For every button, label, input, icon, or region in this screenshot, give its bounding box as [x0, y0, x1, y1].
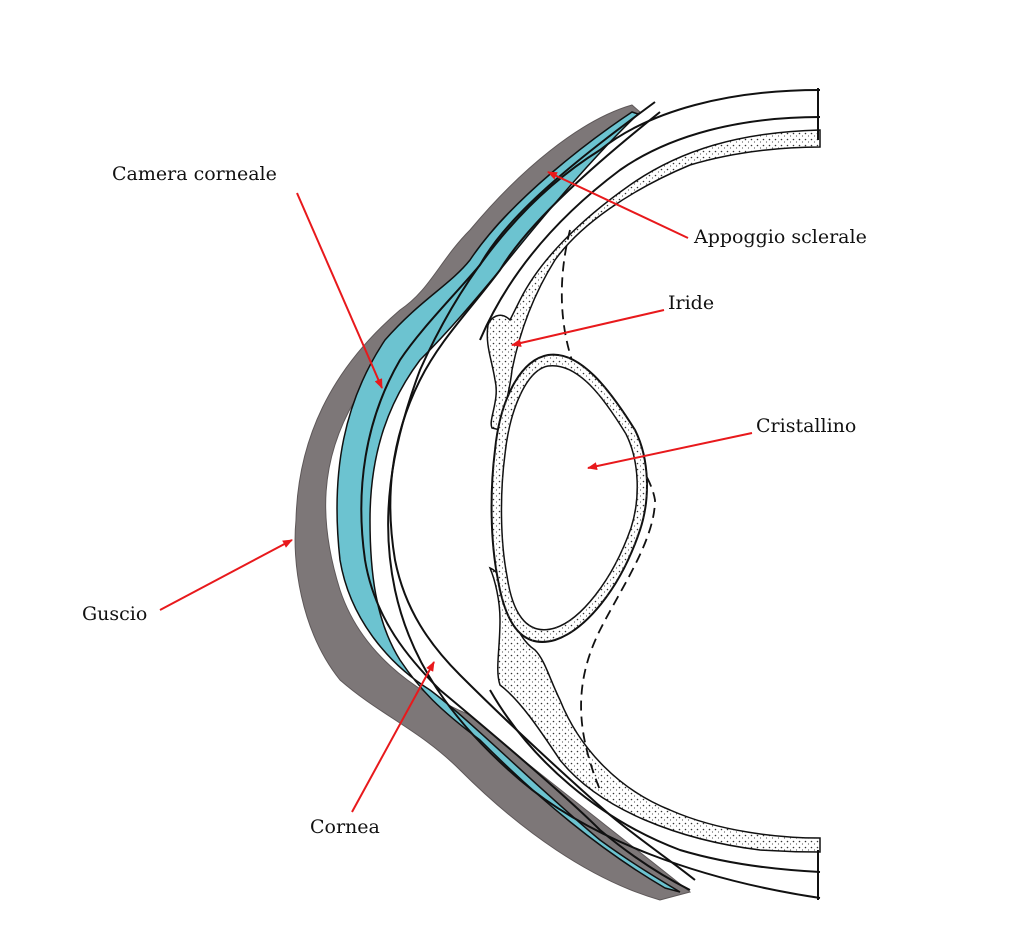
dashed-boundary	[560, 229, 656, 791]
label-cornea: Cornea	[310, 816, 380, 838]
arrow-appoggio-sclerale	[547, 171, 689, 239]
arrow-guscio	[159, 539, 293, 611]
sclera-outer	[387, 89, 821, 899]
label-iride: Iride	[668, 292, 714, 314]
arrow-cornea	[351, 661, 435, 813]
sclera-inner	[479, 116, 821, 341]
cristallino-stipple	[491, 354, 647, 642]
ciliary-band-top	[486, 129, 821, 431]
arrow-cristallino	[587, 432, 753, 471]
ciliary-band-bottom	[488, 566, 821, 853]
label-cristallino: Cristallino	[756, 415, 856, 437]
camera-corneale-region	[336, 111, 681, 893]
cornea-front	[360, 101, 691, 891]
arrow-camera-corneale	[296, 192, 383, 389]
cornea-back	[389, 111, 696, 881]
label-appoggio-sclerale: Appoggio sclerale	[693, 226, 867, 248]
label-camera-corneale: Camera corneale	[112, 163, 277, 185]
arrow-iride	[511, 309, 665, 347]
label-guscio: Guscio	[82, 603, 147, 625]
sclera-inner-lower	[489, 689, 821, 873]
